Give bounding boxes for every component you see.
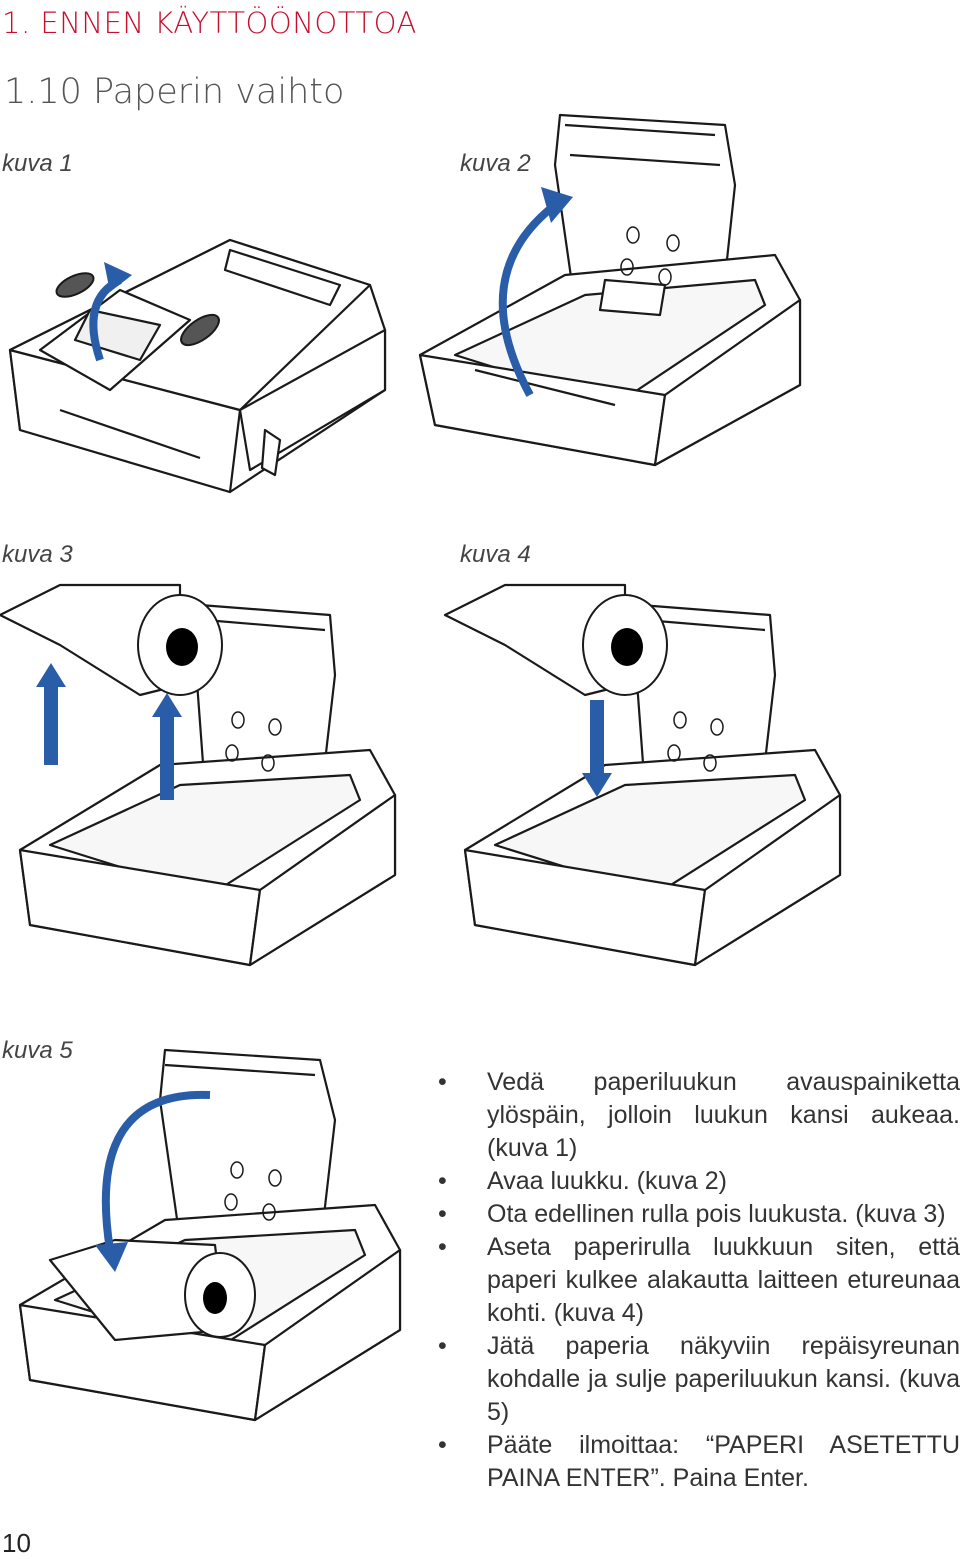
bullet-icon: • xyxy=(438,1431,447,1459)
figure-caption-3: kuva 3 xyxy=(2,541,73,568)
instruction-item: • Vedä paperiluukun avauspainiketta ylösp… xyxy=(438,1066,960,1165)
figure-4-insert-roll xyxy=(443,583,842,967)
instruction-text: Pääte ilmoittaa: “PAPERI ASETETTU PAINA … xyxy=(487,1431,960,1492)
chapter-heading: 1. ENNEN KÄYTTÖÖNOTTOA xyxy=(2,6,417,40)
bullet-icon: • xyxy=(438,1332,447,1360)
instruction-text: Jätä paperia näkyviin repäisyreunan kohd… xyxy=(487,1332,960,1426)
instruction-item: • Avaa luukku. (kuva 2) xyxy=(438,1165,960,1198)
bullet-icon: • xyxy=(438,1200,447,1228)
figure-1-closed-printer xyxy=(0,230,387,510)
instruction-text: Aseta paperirulla luukkuun siten, että p… xyxy=(487,1233,960,1327)
bullet-icon: • xyxy=(438,1068,447,1096)
figure-caption-1: kuva 1 xyxy=(2,150,73,177)
figure-5-close-lid xyxy=(18,1048,402,1422)
instruction-text: Vedä paperiluukun avauspainiketta ylöspä… xyxy=(487,1068,960,1162)
instruction-item: • Aseta paperirulla luukkuun siten, että … xyxy=(438,1231,960,1330)
instruction-item: • Pääte ilmoittaa: “PAPERI ASETETTU PAINA… xyxy=(438,1429,960,1495)
figure-caption-2: kuva 2 xyxy=(460,150,531,177)
figure-caption-4: kuva 4 xyxy=(460,541,531,568)
section-heading: 1.10 Paperin vaihto xyxy=(4,72,345,112)
instruction-text: Avaa luukku. (kuva 2) xyxy=(487,1167,727,1195)
figure-caption-5: kuva 5 xyxy=(2,1037,73,1064)
instruction-item: • Ota edellinen rulla pois luukusta. (kuv… xyxy=(438,1198,960,1231)
bullet-icon: • xyxy=(438,1167,447,1195)
instruction-text: Ota edellinen rulla pois luukusta. (kuva… xyxy=(487,1200,946,1228)
bullet-icon: • xyxy=(438,1233,447,1261)
figure-2-open-lid xyxy=(418,113,802,467)
instruction-item: • Jätä paperia näkyviin repäisyreunan koh… xyxy=(438,1330,960,1429)
page-number: 10 xyxy=(2,1528,31,1558)
instruction-list: • Vedä paperiluukun avauspainiketta ylösp… xyxy=(438,1066,960,1495)
figure-3-remove-roll xyxy=(0,583,397,967)
